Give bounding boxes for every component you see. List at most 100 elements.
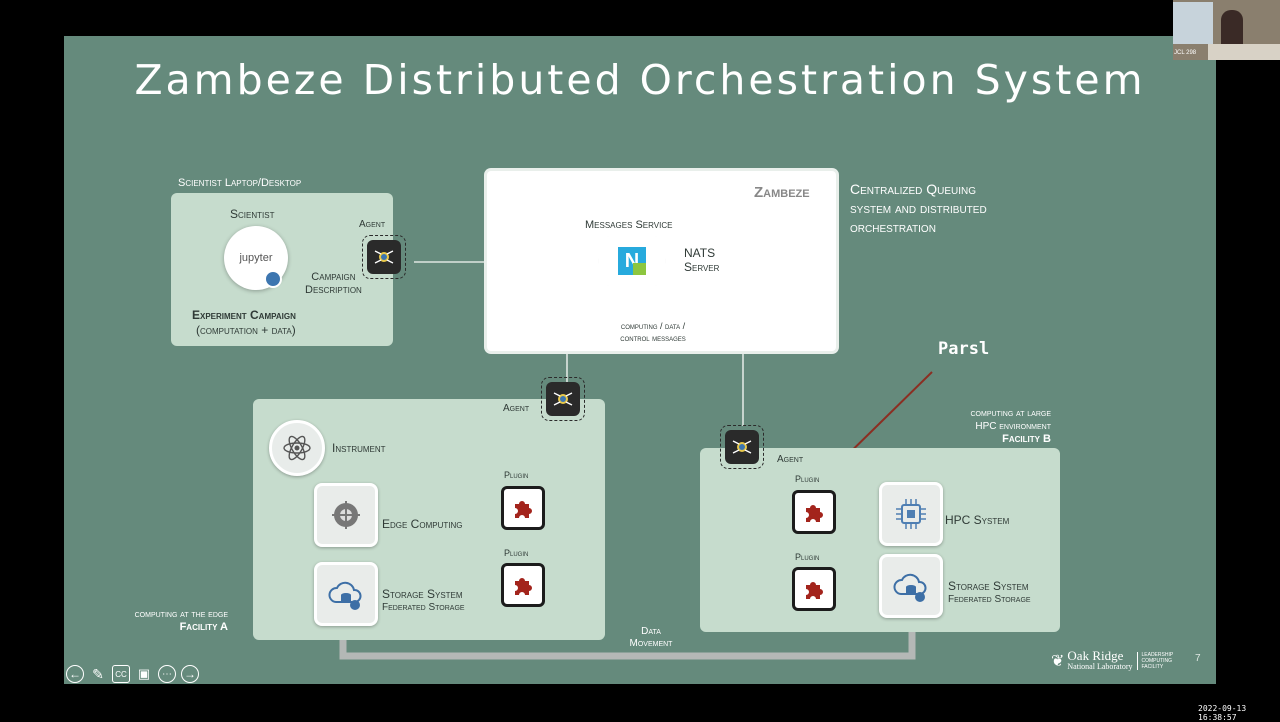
queue-line3: orchestration [850, 219, 936, 235]
nats-label: NATS Server [684, 246, 719, 274]
back-icon[interactable]: ← [66, 665, 84, 683]
nats-logo-accent [633, 263, 646, 275]
ornl-name: Oak Ridge National Laboratory [1067, 648, 1133, 672]
experiment-campaign: Experiment Campaign (computation + data) [192, 308, 296, 338]
queue-note: Centralized Queuing system and distribut… [850, 180, 987, 237]
queue-line2: system and distributed [850, 200, 987, 216]
data-movement-line1: Data [641, 626, 661, 637]
ornl-name-line1: Oak Ridge [1067, 648, 1124, 663]
nats-line1: NATS [684, 246, 716, 260]
olcf-line2: Computing [1141, 658, 1173, 664]
captions-icon[interactable]: CC [112, 665, 130, 683]
storage-b-node [879, 554, 943, 618]
python-icon [264, 270, 282, 288]
storage-b-sub: Federated Storage [948, 594, 1031, 605]
nats-line2: Server [684, 260, 720, 274]
data-movement-line2: Movement [629, 638, 673, 649]
facility-b-caption-line2: HPC environment [975, 421, 1051, 432]
forward-icon[interactable]: → [181, 665, 199, 683]
storage-a-node [314, 562, 378, 626]
facility-b-caption-line3: Facility B [1002, 433, 1051, 445]
edge-computing-label: Edge Computing [382, 517, 463, 531]
scientist-label: Scientist [230, 207, 275, 221]
puzzle-icon [515, 501, 532, 518]
storage-b-title: Storage System [948, 579, 1029, 593]
puzzle-icon [806, 505, 823, 522]
recording-timestamp: 2022-09-13 16:38:57 [1198, 704, 1247, 722]
camera-screen [1173, 2, 1213, 44]
presentation-controls: ← ✎ CC ▣ ⋯ → [66, 665, 199, 683]
olcf-line1: Leadership [1141, 652, 1174, 658]
storage-a-title: Storage System [382, 587, 463, 601]
ornl-logo: ❦ Oak Ridge National Laboratory Leadersh… [1051, 648, 1174, 672]
facility-b-caption-line1: computing at large [970, 408, 1052, 419]
agent-icon [546, 382, 580, 416]
slide: Zambeze Distributed Orchestration System… [64, 36, 1216, 684]
agent-icon [367, 240, 401, 274]
agent-icon [725, 430, 759, 464]
atom-icon [283, 435, 311, 461]
page-number: 7 [1195, 653, 1201, 664]
plugin-a1-label: Plugin [504, 470, 529, 480]
messages-line1: computing / data / [620, 321, 686, 331]
plugin-b1[interactable] [792, 490, 836, 534]
facility-a-caption: computing at the edge Facility A [104, 608, 228, 634]
facility-a-caption-line2: Facility A [179, 621, 228, 633]
instrument-label: Instrument [332, 441, 386, 455]
ornl-name-line2: National Laboratory [1067, 662, 1133, 671]
parsl-label: Parsl [938, 339, 990, 359]
jupyter-node: jupyter [224, 226, 288, 290]
plugin-a1[interactable] [501, 486, 545, 530]
data-movement-label: Data Movement [619, 626, 683, 650]
facility-b-agent-label: Agent [777, 454, 804, 465]
campaign-description: Campaign Description [305, 271, 362, 297]
hpc-node [879, 482, 943, 546]
more-icon[interactable]: ⋯ [158, 665, 176, 683]
puzzle-icon [515, 578, 532, 595]
zambeze-label: Zambeze [754, 184, 810, 201]
storage-b-label: Storage System Federated Storage [948, 580, 1031, 606]
presenter-camera: JCL 298 [1173, 0, 1280, 60]
facility-a-agent[interactable] [541, 377, 585, 421]
experiment-line1: Experiment Campaign [192, 308, 296, 322]
edge-computing-node [314, 483, 378, 547]
messages-label: computing / data / control messages [600, 320, 706, 344]
laptop-agent-label: Agent [359, 219, 386, 230]
cpu-chip-icon [896, 499, 926, 529]
messages-line2: control messages [620, 333, 686, 343]
campaign-line1: Campaign [311, 271, 356, 283]
olcf-line3: Facility [1141, 664, 1164, 670]
camera-desk [1208, 44, 1280, 60]
plugin-b2[interactable] [792, 567, 836, 611]
jupyter-logo-icon: jupyter [239, 252, 273, 264]
facility-a-caption-line1: computing at the edge [134, 609, 228, 620]
facility-a-agent-label: Agent [503, 403, 530, 414]
cloud-storage-icon [328, 581, 362, 610]
olcf-name: Leadership Computing Facility [1136, 652, 1174, 670]
plugin-a2-label: Plugin [504, 548, 529, 558]
puzzle-icon [806, 582, 823, 599]
laptop-caption: Scientist Laptop/Desktop [178, 177, 302, 189]
facility-b-caption: computing at large HPC environment Facil… [914, 407, 1052, 446]
plugin-b2-label: Plugin [795, 552, 820, 562]
camera-label: JCL 298 [1174, 50, 1197, 56]
experiment-line2: (computation + data) [196, 323, 296, 337]
plugin-a2[interactable] [501, 563, 545, 607]
slide-title: Zambeze Distributed Orchestration System [134, 56, 1146, 104]
storage-a-label: Storage System Federated Storage [382, 588, 465, 614]
facility-b-agent[interactable] [720, 425, 764, 469]
video-icon[interactable]: ▣ [137, 666, 151, 681]
storage-a-sub: Federated Storage [382, 602, 465, 613]
presenter-figure [1221, 10, 1243, 46]
messages-service-label: Messages Service [585, 219, 673, 231]
leaf-icon: ❦ [1051, 653, 1065, 670]
edge-chip-icon [332, 501, 360, 529]
campaign-line2: Description [305, 284, 362, 296]
cloud-storage-icon [893, 573, 927, 602]
instrument-node [269, 420, 325, 476]
queue-line1: Centralized Queuing [850, 181, 977, 197]
pen-icon[interactable]: ✎ [92, 665, 104, 682]
laptop-agent[interactable] [362, 235, 406, 279]
hpc-label: HPC System [945, 513, 1010, 527]
plugin-b1-label: Plugin [795, 474, 820, 484]
